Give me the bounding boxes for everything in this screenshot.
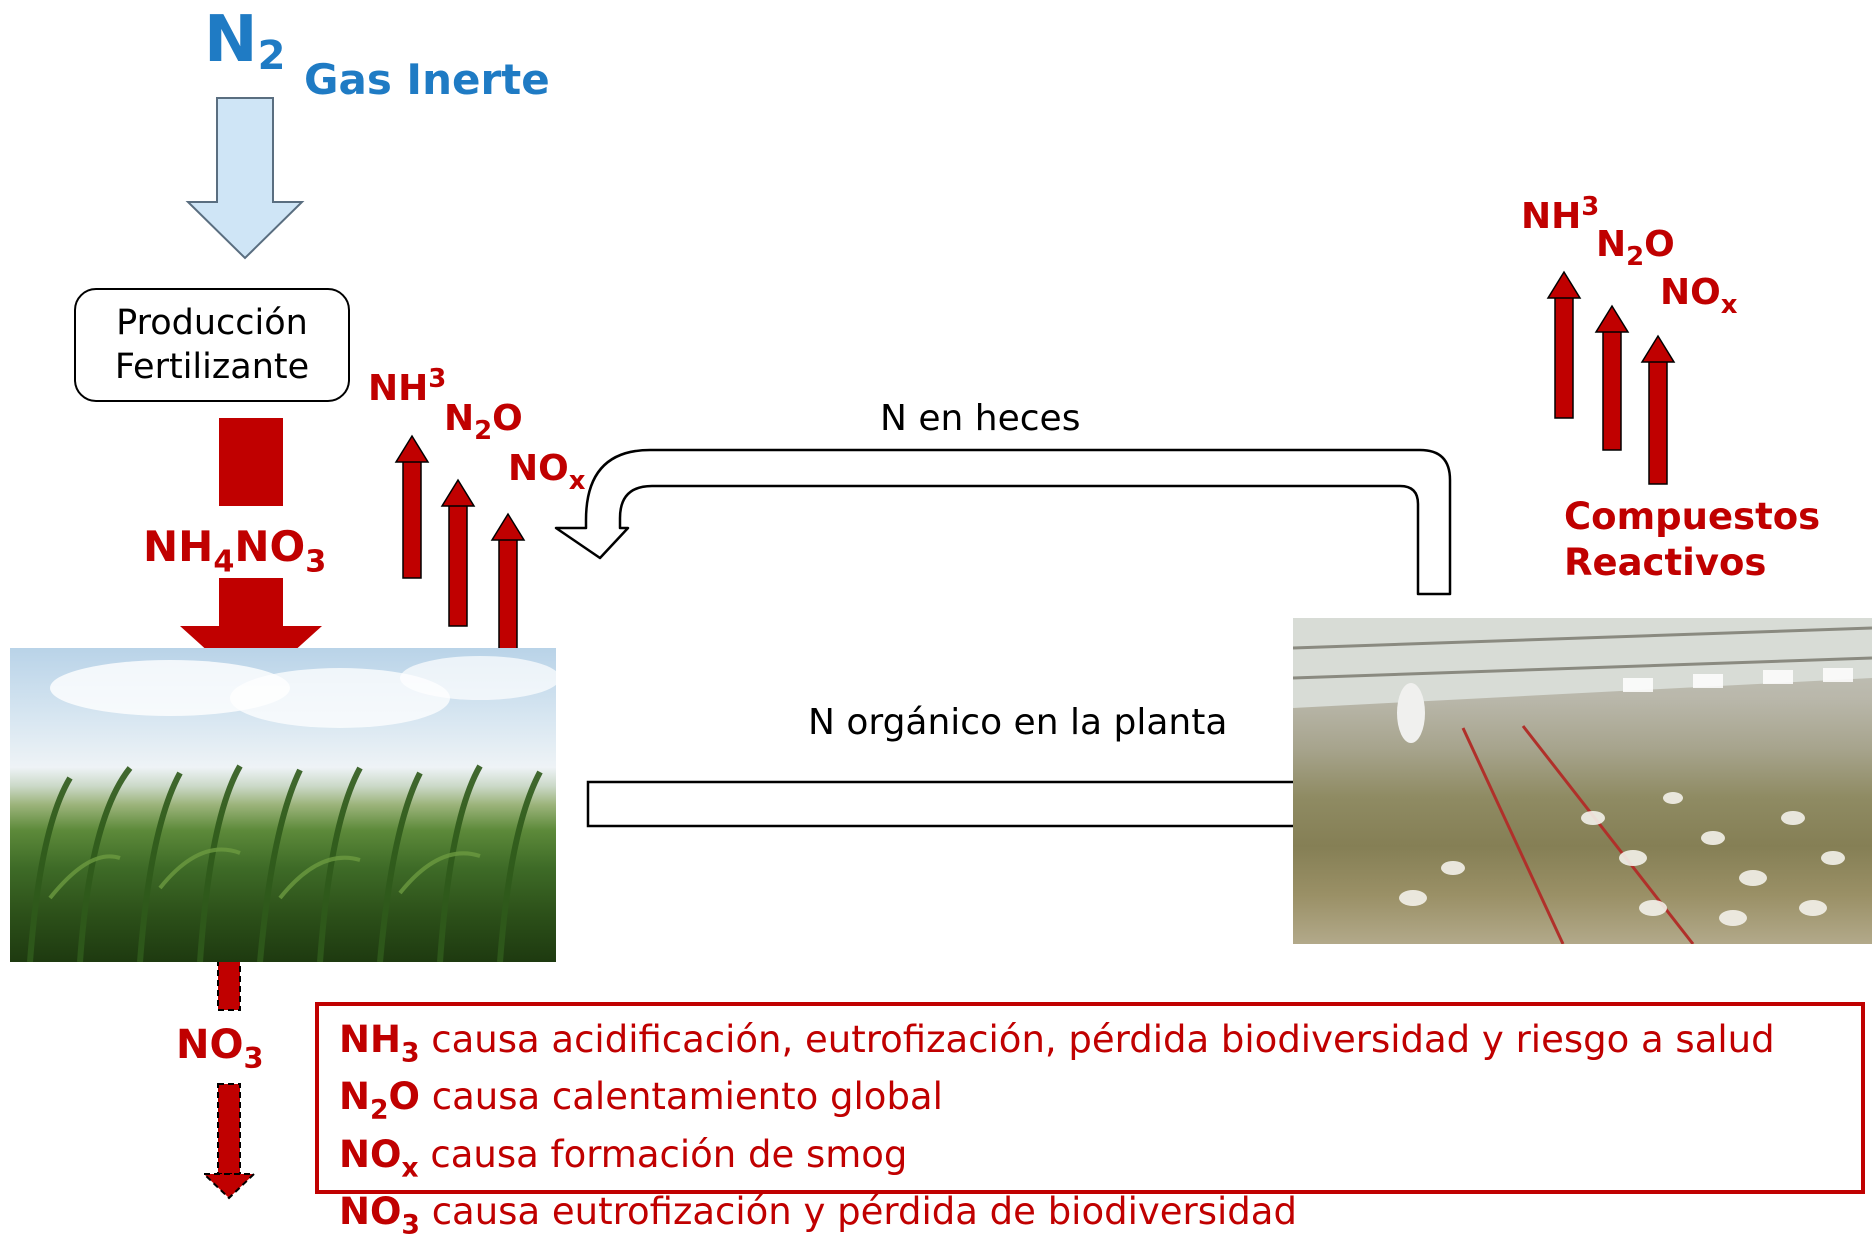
compuestos-line2: Reactivos xyxy=(1564,541,1767,584)
compuestos-reactivos-label: Compuestos Reactivos xyxy=(1564,494,1820,586)
heces-return-arrow xyxy=(554,448,1452,596)
compuestos-line1: Compuestos xyxy=(1564,495,1821,538)
n-heces-label: N en heces xyxy=(880,398,1081,439)
legend-line-nox: NOx causa formación de smog xyxy=(339,1132,908,1183)
n2-label: N2 xyxy=(204,3,286,79)
right-n2o-label: N2O xyxy=(1596,224,1675,273)
corn-field-photo xyxy=(10,648,556,962)
fertilizer-down-arrow xyxy=(180,578,322,690)
legend-line-nh3: NH3 causa acidificación, eutrofización, … xyxy=(339,1018,1775,1069)
left-emission-arrows xyxy=(394,434,526,659)
left-nox-label: NOx xyxy=(508,448,586,497)
leaching-arrow xyxy=(201,947,257,1200)
leaching-no3-label: NO3 xyxy=(176,1022,264,1076)
production-line2: Fertilizante xyxy=(114,347,310,387)
left-n2o-label: N2O xyxy=(444,398,523,447)
poultry-barn-photo xyxy=(1293,618,1872,944)
fertilizer-flow-bar xyxy=(219,418,283,506)
production-line1: Producción xyxy=(116,303,308,343)
left-nh3-label: NH3 xyxy=(368,364,447,409)
effects-legend-box: NH3 causa acidificación, eutrofización, … xyxy=(315,1002,1865,1240)
gas-inerte-label: Gas Inerte xyxy=(304,55,550,104)
right-emission-arrows xyxy=(1546,270,1676,485)
right-nh3-label: NH3 xyxy=(1521,192,1600,237)
n-organico-label: N orgánico en la planta xyxy=(808,702,1228,743)
n2-down-arrow xyxy=(185,97,305,260)
organico-right-arrow xyxy=(586,738,1406,855)
legend-line-n2o: N2O causa calentamiento global xyxy=(339,1075,943,1126)
right-nox-label: NOx xyxy=(1660,272,1738,321)
legend-line-no3: NO3 causa eutrofización y pérdida de bio… xyxy=(339,1189,1297,1241)
diagram-arrows xyxy=(180,97,1676,1200)
nh4no3-label: NH4NO3 xyxy=(143,522,327,580)
production-box: Producción Fertilizante xyxy=(74,288,350,402)
